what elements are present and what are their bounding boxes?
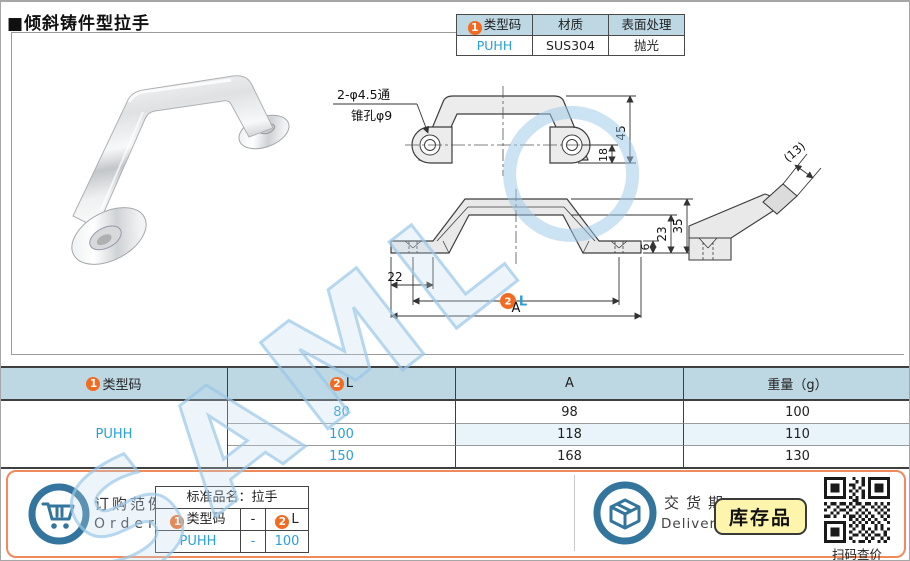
drawing-frame-left-line (11, 32, 12, 354)
title-text: 倾斜铸件型拉手 (24, 14, 151, 34)
spec-finish: 抛光 (608, 36, 684, 55)
handle-highlight-2 (100, 111, 144, 211)
plan-hole-lines (408, 241, 624, 253)
qr-code (824, 477, 890, 543)
spec-material: SUS304 (532, 36, 608, 55)
side-view-drawing: (13) (688, 142, 822, 261)
plan-view-drawing: 22 2 L A 6 23 35 (387, 189, 693, 320)
plan-countersink-lines (404, 240, 628, 249)
badge-2-icon: 2 (275, 515, 290, 529)
handle-front-foot (71, 207, 147, 265)
size-weight-130: 130 (684, 445, 909, 467)
dim-A-label: A (512, 301, 521, 316)
section-divider (574, 475, 575, 551)
order-val-L: 100 (274, 534, 300, 549)
size-header-A: A (456, 368, 684, 401)
order-val-type: PUHH (156, 531, 241, 552)
badge-1-icon: 1 (467, 21, 482, 35)
size-type-code: PUHH (1, 401, 228, 467)
plan-dim-lines (390, 198, 693, 320)
spec-header-material: 材质 (532, 15, 608, 35)
dim-35-label: 35 (671, 218, 685, 233)
dim-45-label: 45 (614, 125, 628, 140)
drawing-frame-bottom-line (11, 354, 904, 355)
badge-1-icon: 1 (86, 376, 101, 391)
delivery-label-cn: 交货期 (664, 494, 731, 512)
order-label-cn: 订购范例 (94, 495, 167, 513)
spec-table-value-row: PUHH SUS304 抛光 (457, 36, 684, 55)
side-dim-lines (782, 153, 822, 197)
handle-band (72, 75, 274, 229)
size-weight-100: 100 (785, 404, 810, 420)
hole-callout-line1: 2-φ4.5通 (337, 87, 391, 102)
side-foot-hole (702, 242, 714, 260)
package-box-icon (593, 481, 657, 545)
size-L-150: 150 (228, 445, 456, 467)
size-A-168: 168 (456, 445, 684, 467)
order-col-dash: - (241, 509, 266, 530)
dim-6-label: 6 (639, 244, 652, 251)
order-val-dash: - (241, 531, 266, 552)
delivery-label-en: Delivery (661, 516, 726, 532)
svg-text:2: 2 (505, 297, 512, 308)
handle-highlight (127, 78, 232, 103)
badge-1-icon: 1 (170, 515, 185, 529)
side-foot (688, 237, 732, 261)
front-dim-lines (333, 95, 636, 164)
size-header-weight: 重量（g） (684, 368, 909, 401)
size-L-80: 80 (228, 401, 456, 423)
spec-header-finish: 表面处理 (608, 15, 684, 35)
dim-23-label: 23 (655, 226, 669, 241)
dim-13-label: (13) (781, 142, 808, 165)
size-L-100: 100 (228, 423, 456, 445)
stock-badge: 库存品 (714, 498, 808, 535)
badge-2-icon: 2 (329, 376, 344, 391)
order-label-en: Order (94, 516, 159, 532)
order-table-values-row: PUHH - 100 (156, 530, 308, 552)
dim-L-label: L (519, 295, 527, 310)
hole-callout-line2: 锥孔φ9 (351, 108, 392, 123)
size-weight-110: 110 (684, 423, 909, 445)
product-photo (71, 75, 290, 265)
dim-L-label-group: 2 L (500, 293, 527, 310)
side-countersink (698, 237, 718, 249)
dim-18-label: 18 (597, 148, 610, 162)
front-view-drawing: 45 18 2-φ4.5通 锥孔φ9 (333, 86, 636, 176)
badge-2-icon (500, 293, 516, 309)
qr-caption: 扫码查价 (831, 547, 882, 561)
order-table-header: 标准品名：拉手 (186, 490, 278, 505)
page-title: ■倾斜铸件型拉手 (7, 9, 150, 34)
spec-type-code: PUHH (476, 38, 513, 53)
size-A-118: 118 (456, 423, 684, 445)
size-A-98: 98 (456, 401, 684, 423)
drawing-frame-top-line (11, 32, 457, 33)
shopping-cart-icon (28, 483, 90, 545)
dim-22-label: 22 (387, 270, 402, 284)
title-square-marker: ■ (7, 14, 25, 34)
